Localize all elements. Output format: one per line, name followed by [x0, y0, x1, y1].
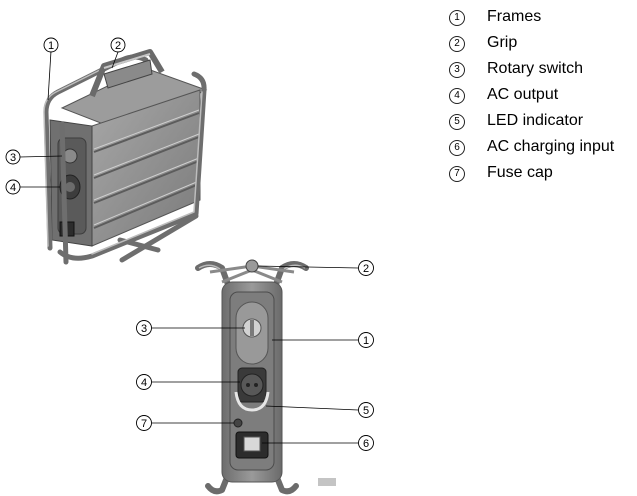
legend-number: 1	[449, 10, 465, 26]
front-fuse-cap	[233, 418, 243, 428]
front-view: 2 3 1 4 5 7 6	[136, 259, 374, 495]
callout-1-label: 1	[48, 40, 54, 52]
perspective-view: 1 2 3 4	[5, 37, 208, 265]
callout-2-label: 2	[115, 40, 121, 52]
front-callout-2-label: 2	[363, 263, 369, 275]
legend-label: AC output	[487, 86, 559, 103]
front-grip-knob	[245, 259, 259, 273]
legend-label: Grip	[487, 34, 518, 51]
legend-label: Frames	[487, 8, 542, 25]
legend-number: 6	[449, 140, 465, 156]
callout-3-label: 3	[10, 152, 16, 164]
legend-label: Rotary switch	[487, 60, 584, 77]
legend: 1 Frames 2 Grip 3 Rotary switch 4 AC out…	[447, 8, 632, 192]
frame-tubes	[43, 54, 207, 265]
legend-item-fuse-cap: 7 Fuse cap	[447, 164, 632, 192]
legend-number: 7	[449, 166, 465, 182]
legend-label: LED indicator	[487, 112, 584, 129]
legend-number: 2	[449, 36, 465, 52]
legend-item-led-indicator: 5 LED indicator	[447, 112, 632, 140]
front-callout-4-label: 4	[141, 377, 147, 389]
legend-item-rotary-switch: 3 Rotary switch	[447, 60, 632, 88]
grip	[89, 49, 165, 98]
front-callouts: 2 3 1 4 5 7 6	[136, 260, 374, 451]
legend-number: 3	[449, 62, 465, 78]
legend-number: 4	[449, 88, 465, 104]
legend-label: AC charging input	[487, 138, 615, 155]
front-callout-5-label: 5	[363, 405, 369, 417]
legend-item-frames: 1 Frames	[447, 8, 632, 36]
front-callout-3-label: 3	[141, 323, 147, 335]
legend-number: 5	[449, 114, 465, 130]
front-callout-6-label: 6	[363, 438, 369, 450]
front-led-indicator	[234, 391, 270, 412]
perspective-callouts: 1 2 3 4	[5, 37, 126, 195]
legend-item-grip: 2 Grip	[447, 34, 632, 62]
callout-4-label: 4	[10, 182, 16, 194]
legend-item-ac-output: 4 AC output	[447, 86, 632, 114]
legend-label: Fuse cap	[487, 164, 553, 181]
housing-ribs	[93, 112, 200, 229]
front-callout-1-label: 1	[363, 335, 369, 347]
legend-item-ac-charging-input: 6 AC charging input	[447, 138, 632, 166]
front-callout-7-label: 7	[141, 418, 147, 430]
